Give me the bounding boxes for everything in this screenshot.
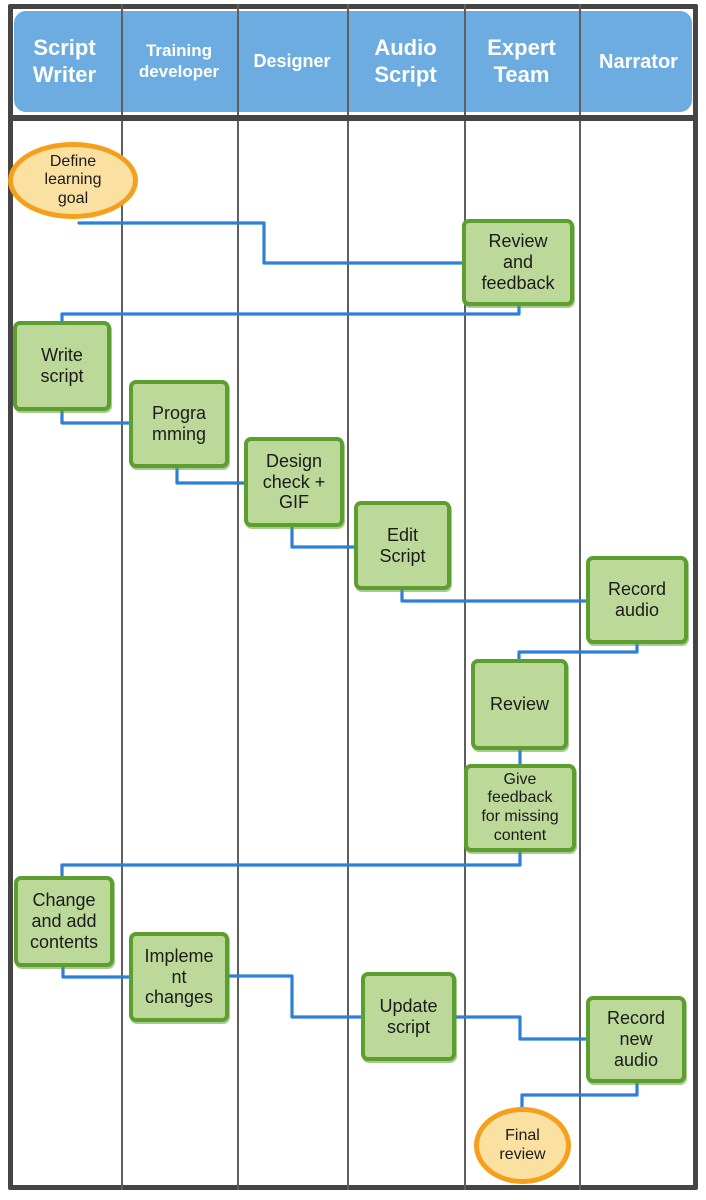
connector-reviewfeedback-to-writescript [60, 304, 521, 323]
lane-divider [237, 4, 239, 1190]
lane-title-audio-script: Audio Script [374, 35, 437, 87]
connector-writescript-to-programming [60, 407, 131, 425]
node-update-script: Update script [361, 972, 456, 1061]
node-give-feedback-missing-content: Give feedback for missing content [464, 764, 576, 852]
lane-title-expert-team: Expert Team [487, 35, 556, 87]
node-define-learning-goal: Define learning goal [8, 142, 138, 219]
node-write-script: Write script [13, 321, 111, 411]
diagram-frame [8, 4, 698, 1190]
node-review: Review [471, 659, 568, 750]
connector-givefeedback-to-changeadd [60, 849, 522, 879]
node-edit-script: Edit Script [354, 501, 451, 590]
node-final-review: Final review [474, 1107, 571, 1184]
node-change-and-add-contents: Change and add contents [14, 876, 114, 967]
node-programming: Progra mming [129, 380, 229, 468]
node-implement-changes: Impleme nt changes [129, 932, 229, 1022]
connector-recordaudio-to-review [517, 641, 639, 662]
node-design-check-gif: Design check + GIF [244, 437, 344, 527]
connector-recordnewaudio-to-finalreview [520, 1080, 639, 1110]
connector-programming-to-designcheck [175, 464, 247, 485]
connector-changeadd-to-implement [61, 964, 132, 979]
node-review-and-feedback: Review and feedback [462, 219, 574, 306]
lane-divider [121, 4, 123, 1190]
lane-title-training-developer: Training developer [138, 41, 220, 81]
lane-title-designer: Designer [253, 51, 331, 72]
lane-divider [579, 4, 581, 1190]
lane-title-narrator: Narrator [599, 50, 678, 73]
connector-updatescript-to-recordnewaudio [453, 1015, 589, 1041]
connector-define-to-reviewfeedback [77, 221, 465, 265]
lane-divider [347, 4, 349, 1190]
lane-divider [464, 4, 466, 1190]
node-record-new-audio: Record new audio [586, 996, 686, 1083]
connector-implement-to-updatescript [225, 974, 364, 1019]
node-record-audio: Record audio [586, 556, 688, 644]
connector-editscript-to-recordaudio [400, 587, 589, 603]
header-separator [8, 115, 698, 121]
lane-title-script-writer: Script Writer [32, 35, 97, 87]
connector-designcheck-to-editscript [290, 524, 357, 549]
